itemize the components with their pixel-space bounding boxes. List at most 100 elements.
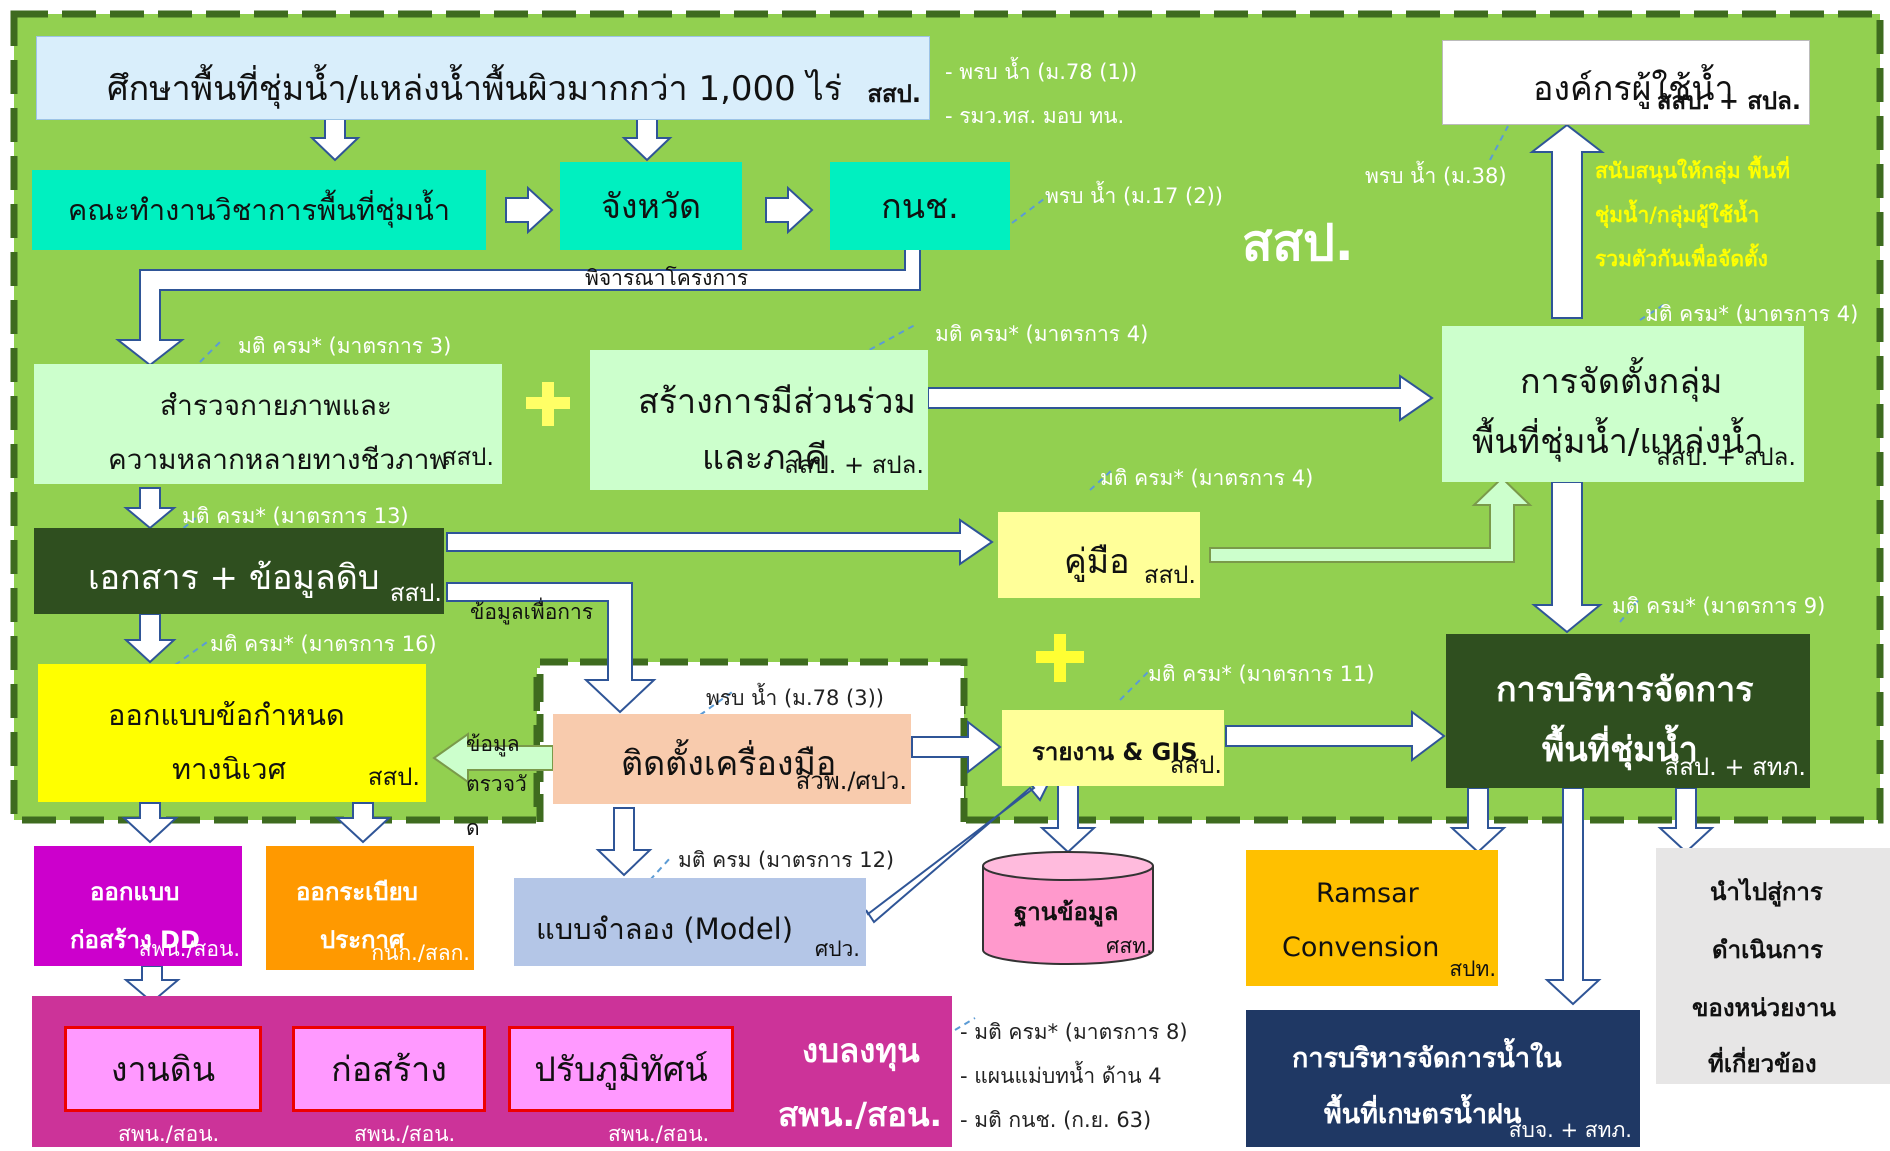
manual-box: คู่มือ สสป.: [998, 512, 1200, 598]
flow-arrows: [115, 117, 1715, 1006]
agencies-line3: ของหน่วยงาน: [1692, 994, 1836, 1022]
edge-label-data-for: ข้อมูลเพื่อการ: [470, 600, 594, 624]
wetland-mgmt-owner: สสป. + สทภ.: [1664, 753, 1806, 781]
province-label: จังหวัด: [600, 187, 702, 227]
documents-box: เอกสาร + ข้อมูลดิบ สสป.: [34, 528, 444, 614]
arrow-documents-design: [123, 613, 177, 664]
arrow-design-regulation: [334, 802, 392, 844]
group-setup-line1: การจัดตั้งกลุ่ม: [1520, 362, 1723, 402]
survey-owner: สสป.: [441, 443, 494, 471]
note-cab-8: - มติ ครม* (มาตรการ 8): [960, 1020, 1188, 1044]
rainfed-box: การบริหารจัดการน้ำใน พื้นที่เกษตรน้ำฝน ส…: [1246, 1010, 1640, 1147]
note-law-78-3: พรบ น้ำ (ม.78 (3)): [706, 686, 884, 710]
plus-sign-2: [1036, 634, 1084, 682]
plus-sign-1: [526, 382, 570, 426]
group-setup-box: การจัดตั้งกลุ่ม พื้นที่ชุ่มน้ำ/แหล่งน้ำ …: [1442, 326, 1804, 482]
agencies-line2: ดำเนินการ: [1712, 936, 1823, 964]
design-spec-line2: ทางนิเวศ: [172, 752, 286, 786]
arrow-documents-manual: [446, 518, 994, 566]
earthwork-owner: สพน./สอน.: [118, 1122, 220, 1146]
ramsar-line1: Ramsar: [1316, 878, 1419, 909]
construction-label: ก่อสร้าง: [331, 1050, 447, 1090]
report-gis-box: รายงาน & GIS สสป.: [1002, 710, 1224, 786]
earthwork-label: งานดิน: [110, 1050, 216, 1090]
agencies-line1: นำไปสู่การ: [1710, 878, 1823, 906]
arrow-mgmt-ramsar: [1449, 787, 1507, 854]
manual-label: คู่มือ: [1064, 542, 1130, 582]
rainfed-line2: พื้นที่เกษตรน้ำฝน: [1324, 1099, 1522, 1130]
group-setup-owner: สสป. + สปล.: [1656, 443, 1796, 471]
region-title: สสป.: [1242, 214, 1354, 272]
design-spec-line1: ออกแบบข้อกำหนด: [108, 698, 345, 732]
construction-box: ก่อสร้าง: [292, 1026, 486, 1112]
group-setup-line2: พื้นที่ชุ่มน้ำ/แหล่งน้ำ: [1472, 422, 1764, 462]
participation-box: สร้างการมีส่วนร่วม และภาคี สสป. + สปล.: [590, 350, 928, 490]
knch-label: กนช.: [881, 187, 959, 227]
arrow-manual-group: [1209, 476, 1533, 563]
investment-line1: งบลงทุน: [802, 1031, 920, 1070]
design-dd-owner: สพน./สอน.: [138, 937, 240, 961]
participation-owner: สสป. + สปล.: [784, 451, 924, 479]
study-label: ศึกษาพื้นที่ชุ่มน้ำ/แหล่งน้ำพื้นผิวมากกว…: [107, 69, 842, 109]
design-dd-line2: ก่อสร้าง DD: [70, 926, 200, 954]
arrow-install-report: [911, 719, 1002, 775]
note-support-3: รวมตัวกันเพื่อจัดตั้ง: [1595, 247, 1768, 271]
wetland-mgmt-box: การบริหารจัดการ พื้นที่ชุ่มน้ำ สสป. + สท…: [1446, 634, 1810, 788]
note-cab-4a: มติ ครม* (มาตรการ 4): [935, 322, 1149, 346]
ramsar-line2: Convension: [1282, 932, 1440, 963]
arrow-design-dd: [121, 802, 179, 844]
design-dd-line1: ออกแบบ: [90, 878, 180, 906]
note-plan-4: - แผนแม่บทน้ำ ด้าน 4: [960, 1064, 1162, 1088]
arrow-survey-documents: [123, 487, 177, 530]
survey-box: สำรวจกายภาพและ ความหลากหลายทางชีวภาพ สสป…: [34, 364, 502, 484]
arrow-dd-investment: [123, 965, 181, 1004]
rainfed-line1: การบริหารจัดการน้ำใน: [1292, 1043, 1562, 1074]
report-gis-label: รายงาน & GIS: [1032, 738, 1198, 766]
arrow-province-knch: [765, 185, 814, 235]
model-label: แบบจำลอง (Model): [536, 912, 794, 946]
note-law-38: พรบ น้ำ (ม.38): [1365, 164, 1507, 188]
rainfed-owner: สบจ. + สทภ.: [1508, 1118, 1632, 1142]
documents-owner: สสป.: [389, 579, 442, 607]
note-support-2: ชุ่มน้ำ/กลุ่มผู้ใช้น้ำ: [1595, 203, 1760, 227]
note-cab-12: มติ ครม (มาตรการ 12): [678, 848, 895, 872]
landscape-owner: สพน./สอน.: [608, 1122, 710, 1146]
edge-label-consider: พิจารณาโครงการ: [585, 266, 749, 290]
arrow-install-model: [595, 807, 653, 877]
database-owner: ศสท.: [1106, 934, 1153, 958]
wetland-mgmt-line2: พื้นที่ชุ่มน้ำ: [1542, 730, 1698, 770]
report-gis-owner: สสป.: [1169, 751, 1222, 779]
note-minister: - รมว.ทส. มอบ ทน.: [945, 104, 1125, 128]
study-box: ศึกษาพื้นที่ชุ่มน้ำ/แหล่งน้ำพื้นผิวมากกว…: [36, 36, 930, 120]
note-cab-3: มติ ครม* (มาตรการ 3): [238, 334, 452, 358]
user-org-box: องค์กรผู้ใช้น้ำ สสป. + สปล.: [1442, 40, 1810, 125]
model-owner: ศปว.: [814, 937, 860, 961]
arrow-knch-survey: [115, 245, 921, 367]
design-dd-box: ออกแบบ ก่อสร้าง DD สพน./สอน.: [34, 846, 242, 966]
arrow-documents-install: [446, 582, 657, 714]
regulation-line2: ประกาศ: [320, 926, 405, 954]
documents-label: เอกสาร + ข้อมูลดิบ: [88, 558, 380, 598]
design-spec-box: ออกแบบข้อกำหนด ทางนิเวศ สสป.: [38, 664, 426, 802]
arrow-study-province: [621, 117, 673, 162]
edge-label-data-check-1: ข้อมูล: [466, 732, 520, 756]
user-org-label: องค์กรผู้ใช้น้ำ: [1533, 69, 1734, 109]
arrow-study-committee: [309, 117, 361, 162]
survey-line1: สำรวจกายภาพและ: [160, 389, 392, 422]
user-org-owner: สสป. + สปล.: [1656, 87, 1801, 115]
arrow-install-design: [432, 732, 554, 784]
committee-label: คณะทำงานวิชาการพื้นที่ชุ่มน้ำ: [67, 193, 451, 227]
note-cab-13: มติ ครม* (มาตรการ 13): [182, 504, 409, 528]
note-cab-11: มติ ครม* (มาตรการ 11): [1148, 662, 1375, 686]
landscape-box: ปรับภูมิทัศน์: [508, 1026, 734, 1112]
arrow-committee-province: [505, 185, 554, 235]
agencies-line4: ที่เกี่ยวข้อง: [1708, 1050, 1817, 1078]
arrow-participation-group: [927, 374, 1434, 422]
edge-label-data-check-3: ด: [466, 816, 480, 840]
participation-line2: และภาคี: [702, 438, 828, 478]
install-box: ติดตั้งเครื่องมือ สวพ./ศปว.: [553, 714, 911, 804]
construction-owner: สพน./สอน.: [354, 1122, 456, 1146]
note-cab-16: มติ ครม* (มาตรการ 16): [210, 632, 437, 656]
edge-label-data-check-2: ตรวจวั: [466, 772, 527, 796]
install-owner: สวพ./ศปว.: [795, 767, 907, 795]
